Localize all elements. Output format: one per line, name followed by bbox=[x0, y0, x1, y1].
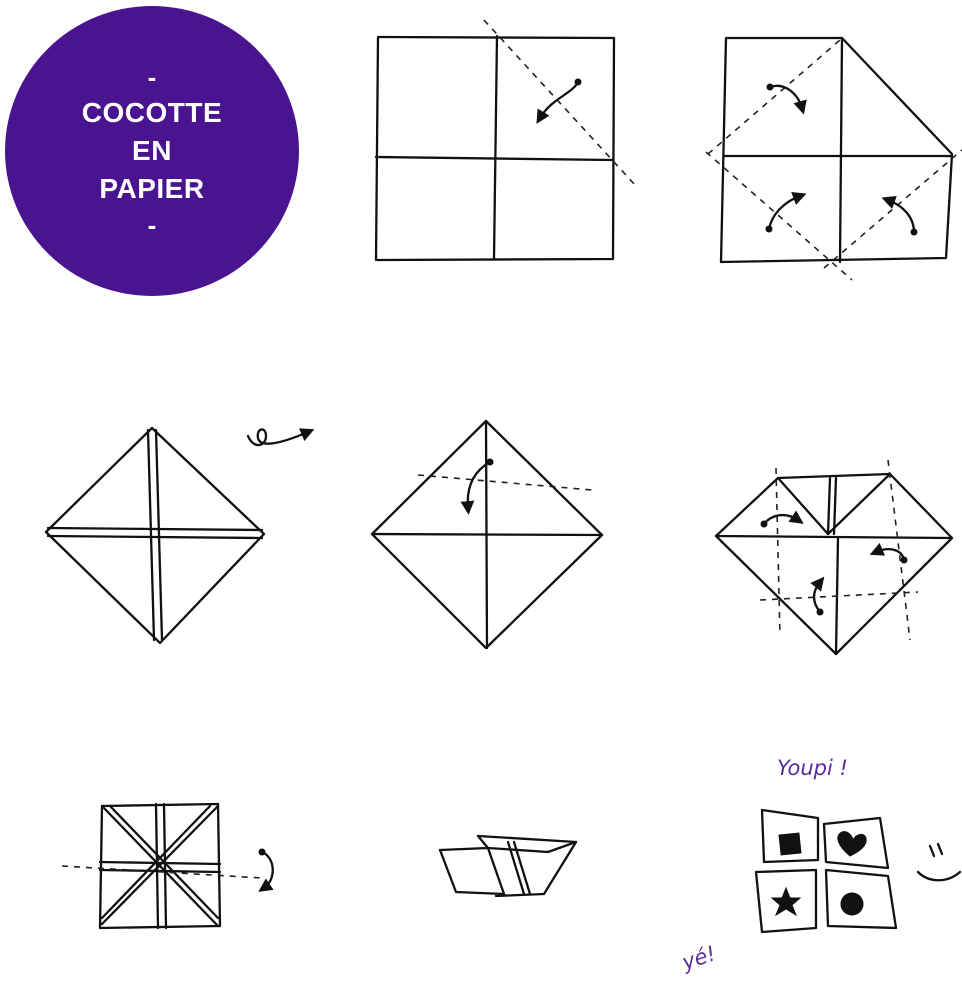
step-4-diamond-fold-top-icon bbox=[372, 421, 602, 648]
annotation-youpi: Youpi ! bbox=[777, 756, 848, 780]
step-2-square-corner-fold-icon bbox=[706, 38, 962, 280]
step-1-square-quartered-fold-icon bbox=[376, 20, 636, 260]
step-8-finished-cocotte-icon bbox=[756, 810, 960, 932]
step-7-folded-strip-icon bbox=[440, 836, 576, 896]
step-6-square-fold-in-half-icon bbox=[62, 804, 273, 928]
step-5-diamond-fold-corners-icon bbox=[716, 460, 952, 654]
step-3-diamond-flip-icon bbox=[46, 428, 308, 643]
